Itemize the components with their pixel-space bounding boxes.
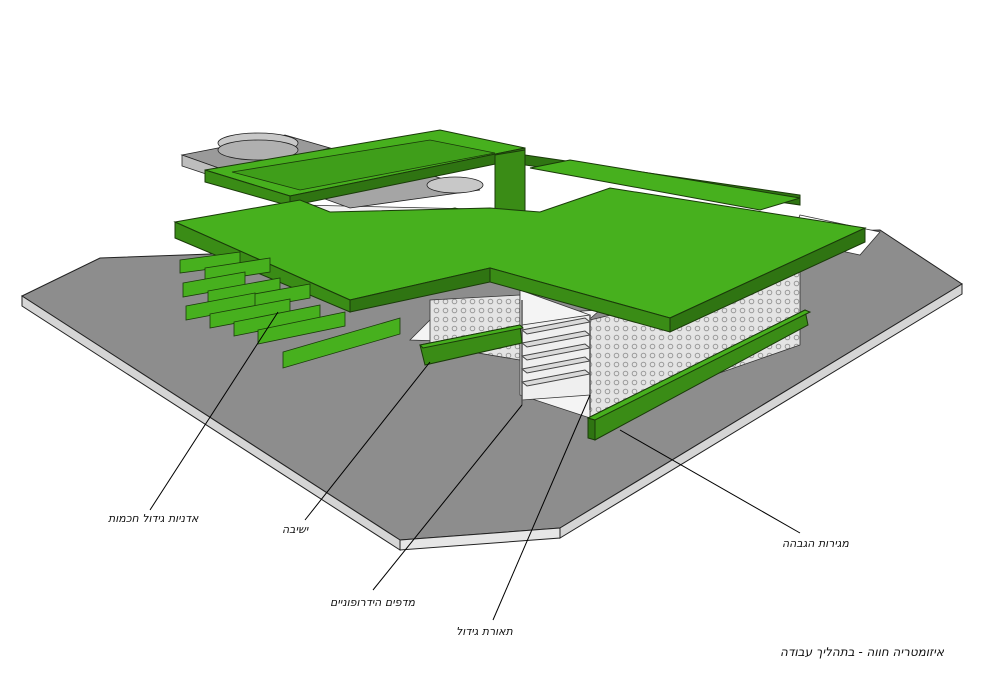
diagram-caption: איזומטריה חווה - בתהליך עבודה bbox=[780, 645, 944, 659]
hydroponic-shelf-unit bbox=[520, 300, 592, 410]
leader-lines bbox=[149, 311, 801, 621]
label-seating: ישיבה bbox=[282, 523, 309, 536]
label-raised-planters: מגירות הגבהה bbox=[782, 537, 849, 550]
raised-planters bbox=[586, 309, 812, 441]
seating-benches bbox=[179, 251, 401, 369]
rear-green-frame bbox=[204, 129, 801, 221]
label-grow-lights: תאורת גידול bbox=[456, 625, 513, 638]
label-herb-planters: אדניות גידול חכמות bbox=[108, 512, 199, 525]
herb-planters bbox=[418, 324, 525, 366]
label-hydroponic-shelves: מדפים הידרופוניים bbox=[330, 596, 415, 609]
